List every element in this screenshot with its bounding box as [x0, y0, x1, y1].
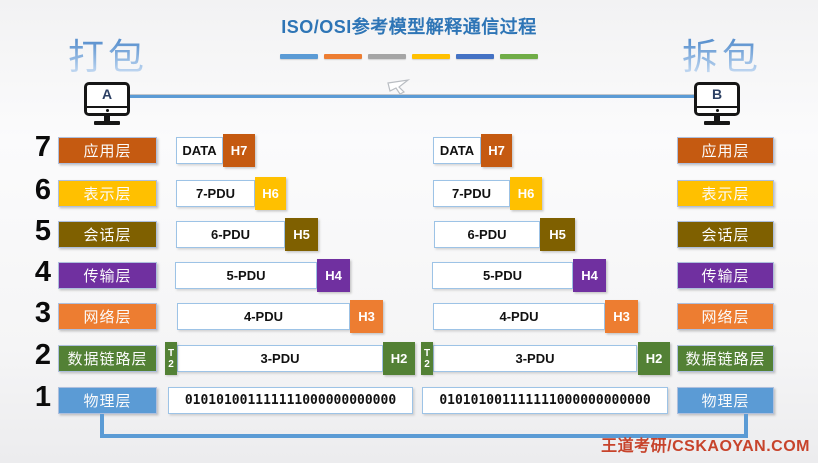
layer-label-left-7: 应用层: [58, 137, 157, 164]
host-a-computer-icon: A: [84, 82, 130, 125]
pack-caption: 打包: [68, 37, 149, 77]
pdu-box-right-5: 6-PDU: [434, 221, 540, 248]
layer-label-right-1: 物理层: [677, 387, 774, 414]
monitor-a-bar: [87, 106, 127, 113]
pdu-box-left-5: 6-PDU: [176, 221, 285, 248]
unpack-caption: 拆包: [682, 37, 763, 77]
host-b-computer-icon: B: [694, 82, 740, 125]
physical-connector-bottom: [100, 434, 748, 438]
layer-label-right-7: 应用层: [677, 137, 774, 164]
title-dash-3: [368, 54, 406, 59]
monitor-a-base: [94, 121, 120, 125]
layer-number-5: 5: [34, 215, 52, 247]
monitor-b-base: [704, 121, 730, 125]
pdu-box-left-6: 7-PDU: [176, 180, 255, 207]
header-tag-right-H6: H6: [510, 177, 542, 210]
host-link-line: [127, 94, 697, 98]
bit-stream-box-left: 010101001111111000000000000: [168, 387, 413, 414]
trailer-bottom: 2: [168, 358, 174, 370]
header-tag-left-H6: H6: [255, 177, 286, 210]
header-tag-right-H7: H7: [481, 134, 512, 167]
monitor-b-dot: [715, 108, 719, 112]
layer-label-right-4: 传输层: [677, 262, 774, 289]
trailer-bottom: 2: [424, 358, 430, 370]
layer-label-left-3: 网络层: [58, 303, 157, 330]
header-tag-left-H7: H7: [223, 134, 255, 167]
physical-connector-left: [100, 414, 104, 438]
layer-number-4: 4: [34, 256, 52, 288]
layer-label-left-4: 传输层: [58, 262, 157, 289]
pdu-box-right-6: 7-PDU: [433, 180, 510, 207]
title-dash-1: [280, 54, 318, 59]
title-dash-5: [456, 54, 494, 59]
pdu-box-left-2: 3-PDU: [177, 345, 383, 372]
layer-number-6: 6: [34, 174, 52, 206]
pdu-box-left-3: 4-PDU: [177, 303, 350, 330]
layer-label-right-2: 数据链路层: [677, 345, 774, 372]
pdu-box-right-2: 3-PDU: [433, 345, 637, 372]
monitor-b-stand: [714, 116, 720, 121]
pdu-box-left-7: DATA: [176, 137, 223, 164]
title-dash-2: [324, 54, 362, 59]
page-title: ISO/OSI参考模型解释通信过程: [281, 17, 537, 37]
pdu-box-right-3: 4-PDU: [433, 303, 605, 330]
layer-label-right-3: 网络层: [677, 303, 774, 330]
bit-stream-box-right: 010101001111111000000000000: [422, 387, 668, 414]
layer-number-2: 2: [34, 339, 52, 371]
header-tag-left-H5: H5: [285, 218, 318, 251]
layer-label-left-2: 数据链路层: [58, 345, 157, 372]
header-tag-right-H3: H3: [605, 300, 638, 333]
header-tag-left-H3: H3: [350, 300, 383, 333]
layer-label-left-1: 物理层: [58, 387, 157, 414]
monitor-a-stand: [104, 116, 110, 121]
monitor-a: A: [84, 82, 130, 116]
layer-label-right-6: 表示层: [677, 180, 774, 207]
header-tag-right-H4: H4: [573, 259, 606, 292]
title-underline-dashes: [0, 54, 818, 59]
header-tag-right-H5: H5: [540, 218, 575, 251]
header-tag-left-H2: H2: [383, 342, 415, 375]
layer-number-1: 1: [34, 381, 52, 413]
title-dash-4: [412, 54, 450, 59]
mouse-cursor-icon: [387, 79, 411, 95]
pdu-box-right-7: DATA: [433, 137, 481, 164]
layer-number-7: 7: [34, 131, 52, 163]
monitor-b: B: [694, 82, 740, 116]
layer-label-left-5: 会话层: [58, 221, 157, 248]
watermark: 王道考研/CSKAOYAN.COM: [601, 438, 810, 455]
layer-label-right-5: 会话层: [677, 221, 774, 248]
pdu-box-left-4: 5-PDU: [175, 262, 317, 289]
layer-number-3: 3: [34, 297, 52, 329]
layer-label-left-6: 表示层: [58, 180, 157, 207]
header-tag-left-H4: H4: [317, 259, 350, 292]
trailer-top: T: [423, 347, 431, 359]
physical-connector-right: [744, 414, 748, 438]
title-dash-6: [500, 54, 538, 59]
pdu-box-right-4: 5-PDU: [432, 262, 573, 289]
monitor-b-bar: [697, 106, 737, 113]
host-a-label: A: [101, 86, 113, 102]
header-tag-right-H2: H2: [638, 342, 670, 375]
trailer-top: T: [167, 347, 175, 359]
host-b-label: B: [711, 86, 723, 102]
monitor-a-dot: [105, 108, 109, 112]
